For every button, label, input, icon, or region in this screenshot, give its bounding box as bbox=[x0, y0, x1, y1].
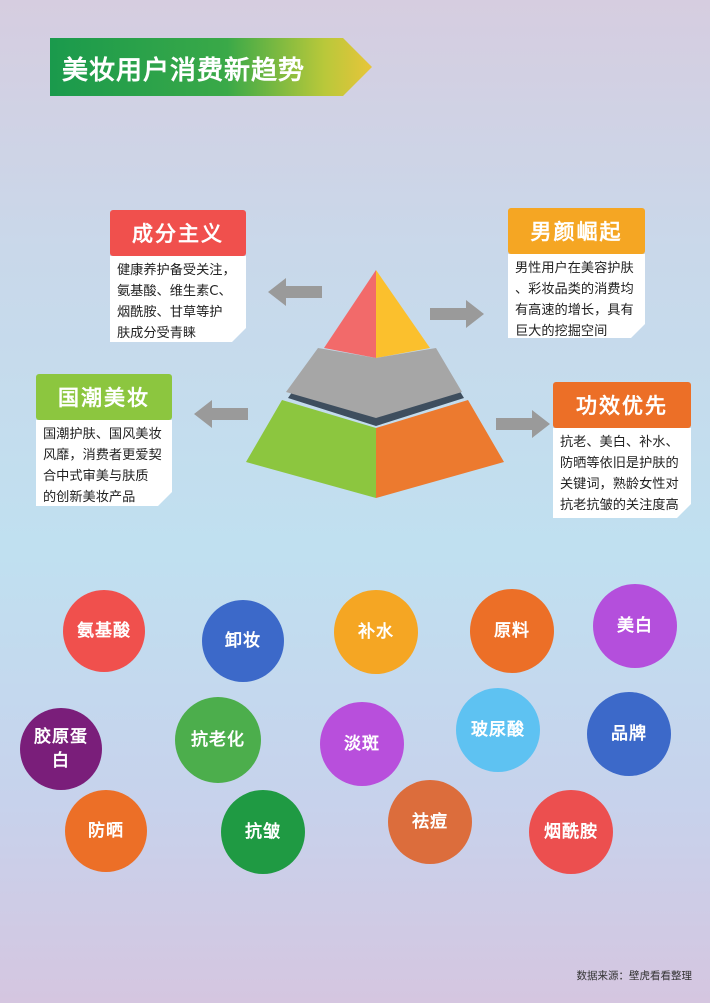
keyword-bubble: 抗老化 bbox=[175, 697, 261, 783]
keyword-bubble: 美白 bbox=[593, 584, 677, 668]
keyword-bubble: 玻尿酸 bbox=[456, 688, 540, 772]
card-efficacy-heading: 功效优先 bbox=[553, 382, 691, 428]
card-efficacy-body: 抗老、美白、补水、 防晒等依旧是护肤的 关键词，熟龄女性对 抗老抗皱的关注度高 bbox=[553, 428, 691, 518]
source-note: 数据来源：壁虎看看整理 bbox=[576, 970, 693, 982]
card-men-body: 男性用户在美容护肤 、彩妆品类的消费均 有高速的增长，具有 巨大的挖掘空间 bbox=[508, 254, 645, 338]
pyramid-top-left bbox=[324, 270, 376, 358]
card-efficacy-line: 抗老、美白、补水、 bbox=[560, 435, 679, 450]
card-men-line: 有高速的增长，具有 bbox=[515, 303, 634, 318]
arrow-right-icon bbox=[496, 410, 550, 438]
card-guochao-heading: 国潮美妆 bbox=[36, 374, 172, 420]
keyword-bubble: 祛痘 bbox=[388, 780, 472, 864]
page-title: 美妆用户消费新趋势 bbox=[62, 56, 306, 86]
pyramid-middle bbox=[286, 348, 462, 418]
pyramid-bottom-left bbox=[246, 400, 376, 498]
card-ingredients-heading: 成分主义 bbox=[110, 210, 246, 256]
arrow-left-icon bbox=[268, 278, 322, 306]
card-ingredients-line: 烟酰胺、甘草等护 bbox=[117, 305, 223, 320]
card-efficacy-line: 防晒等依旧是护肤的 bbox=[560, 456, 679, 471]
card-ingredients-line: 氨基酸、维生素C、 bbox=[117, 284, 232, 299]
keyword-bubble: 胶原蛋白 bbox=[20, 708, 102, 790]
card-guochao-body: 国潮护肤、国风美妆 风靡，消费者更爱契 合中式审美与肤质 的创新美妆产品 bbox=[36, 420, 172, 506]
keyword-bubble: 原料 bbox=[470, 589, 554, 673]
card-men-line: 巨大的挖掘空间 bbox=[515, 324, 608, 339]
card-men-line: 男性用户在美容护肤 bbox=[515, 261, 634, 276]
card-guochao-line: 风靡，消费者更爱契 bbox=[43, 448, 162, 463]
keyword-bubble: 氨基酸 bbox=[63, 590, 145, 672]
card-guochao-line: 的创新美妆产品 bbox=[43, 490, 136, 505]
pyramid-graphic bbox=[246, 270, 504, 498]
keyword-bubble: 补水 bbox=[334, 590, 418, 674]
arrow-right-icon bbox=[430, 300, 484, 328]
keyword-bubble: 卸妆 bbox=[202, 600, 284, 682]
keyword-bubble: 防晒 bbox=[65, 790, 147, 872]
card-men-line: 、彩妆品类的消费均 bbox=[515, 282, 634, 297]
keyword-bubble: 烟酰胺 bbox=[529, 790, 613, 874]
card-ingredients-line: 健康养护备受关注， bbox=[117, 263, 236, 278]
keyword-label: 胶原蛋白 bbox=[34, 727, 88, 771]
card-efficacy-line: 关键词，熟龄女性对 bbox=[560, 477, 679, 492]
card-ingredients-body: 健康养护备受关注， 氨基酸、维生素C、 烟酰胺、甘草等护 肤成分受青睐 bbox=[110, 256, 246, 342]
pyramid-top-right bbox=[376, 270, 430, 358]
keyword-bubble: 淡斑 bbox=[320, 702, 404, 786]
card-men-heading: 男颜崛起 bbox=[508, 208, 645, 254]
keyword-bubble: 品牌 bbox=[587, 692, 671, 776]
arrow-left-icon bbox=[194, 400, 248, 428]
card-ingredients-line: 肤成分受青睐 bbox=[117, 326, 197, 341]
title-banner bbox=[50, 38, 372, 96]
keyword-bubble: 抗皱 bbox=[221, 790, 305, 874]
pyramid-bottom-right bbox=[376, 400, 504, 498]
card-guochao-line: 国潮护肤、国风美妆 bbox=[43, 427, 162, 442]
card-efficacy-line: 抗老抗皱的关注度高 bbox=[560, 498, 679, 513]
card-guochao-line: 合中式审美与肤质 bbox=[43, 469, 149, 484]
